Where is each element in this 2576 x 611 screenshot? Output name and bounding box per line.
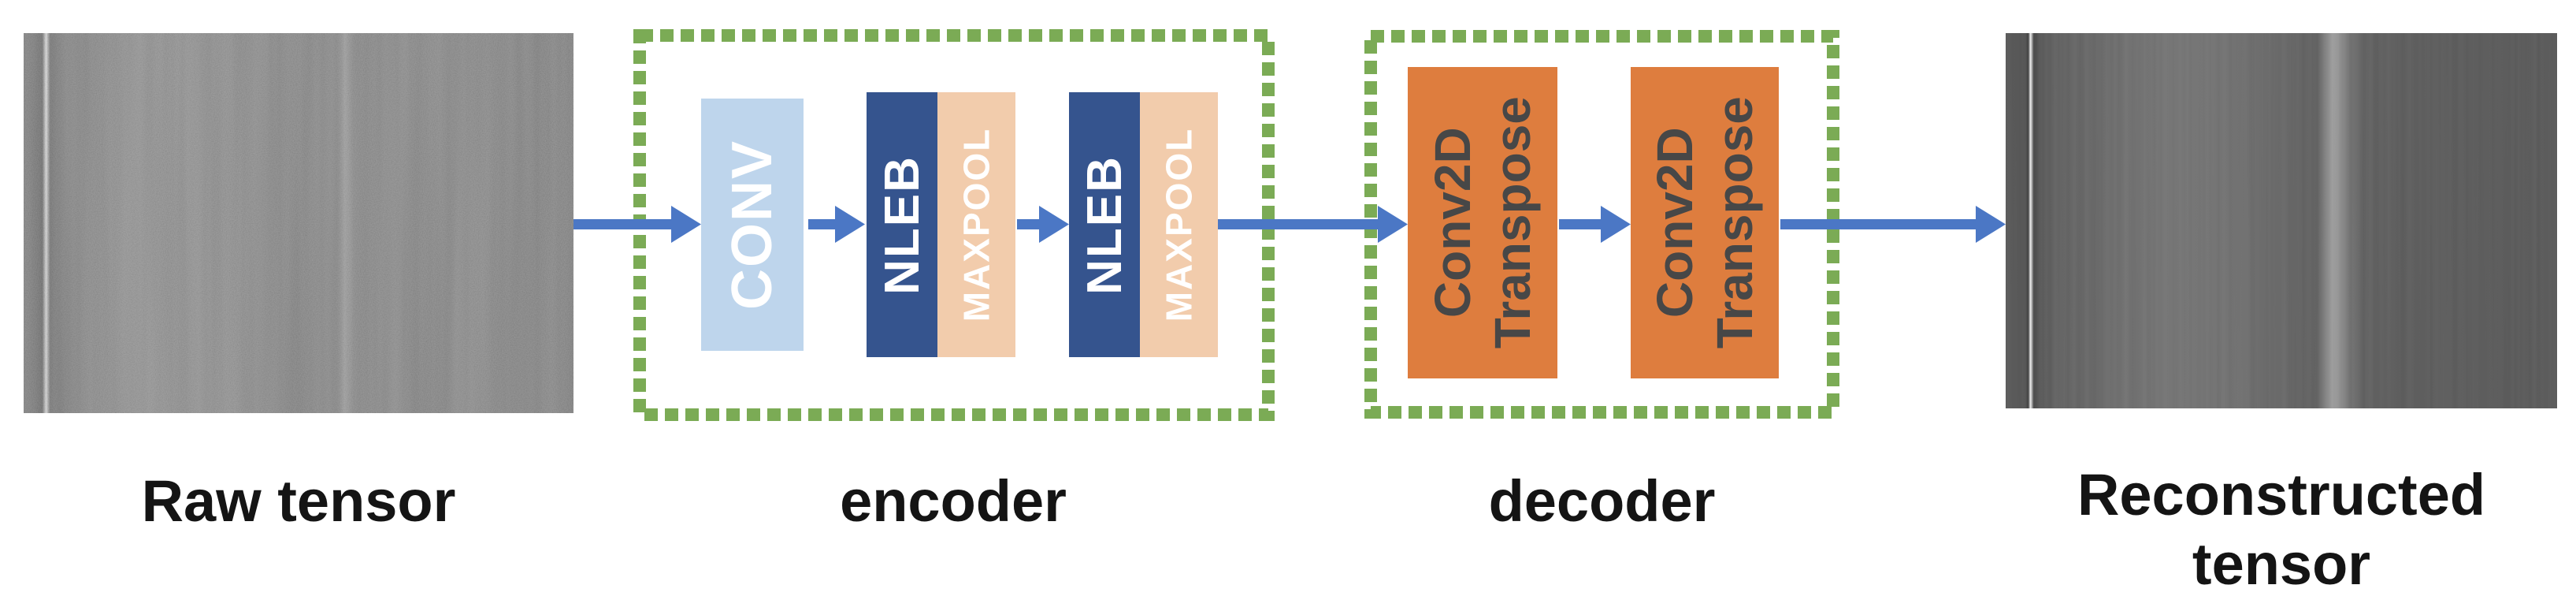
maxpool-block-label: MAXPOOL xyxy=(956,127,997,322)
conv2d-transpose-label: Conv2D Transpose xyxy=(1645,96,1765,348)
maxpool-block-label: MAXPOOL xyxy=(1158,127,1200,322)
conv2d-transpose-label-line1: Conv2D xyxy=(1646,127,1703,319)
nleb-block-label: NLEB xyxy=(874,155,930,295)
conv2d-transpose-label-line1: Conv2D xyxy=(1423,127,1481,319)
raw-tensor-image xyxy=(24,33,573,413)
encoder-conv-block: CONV xyxy=(701,99,804,351)
reconstructed-tensor-streaks xyxy=(2006,33,2557,408)
encoder-maxpool-block-2: MAXPOOL xyxy=(1140,92,1218,357)
conv-block-label: CONV xyxy=(721,139,784,311)
encoder-nleb-block-2: NLEB xyxy=(1069,92,1140,357)
reconstructed-caption-line2: tensor xyxy=(2192,531,2371,598)
decoder-dashed-rect xyxy=(1364,30,1839,419)
reconstructed-tensor-caption: Reconstructed tensor xyxy=(2006,460,2557,599)
decoder-caption: decoder xyxy=(1488,468,1716,534)
reconstructed-tensor-image xyxy=(2006,33,2557,408)
decoder-box-border xyxy=(1364,30,1839,419)
reconstructed-caption-line1: Reconstructed xyxy=(2077,462,2486,527)
nleb-block-label: NLEB xyxy=(1077,155,1132,295)
encoder-nleb-block-1: NLEB xyxy=(867,92,937,357)
encoder-caption: encoder xyxy=(840,468,1067,534)
decoder-conv2d-transpose-block-2: Conv2D Transpose xyxy=(1631,67,1779,378)
encoder-maxpool-block-1: MAXPOOL xyxy=(937,92,1015,357)
conv2d-transpose-label-line2: Transpose xyxy=(1706,96,1763,349)
decoder-conv2d-transpose-block-1: Conv2D Transpose xyxy=(1408,67,1557,378)
conv2d-transpose-label-line2: Transpose xyxy=(1484,96,1541,349)
conv2d-transpose-label: Conv2D Transpose xyxy=(1423,96,1542,348)
raw-tensor-caption: Raw tensor xyxy=(141,468,456,534)
raw-tensor-grain xyxy=(24,33,573,413)
